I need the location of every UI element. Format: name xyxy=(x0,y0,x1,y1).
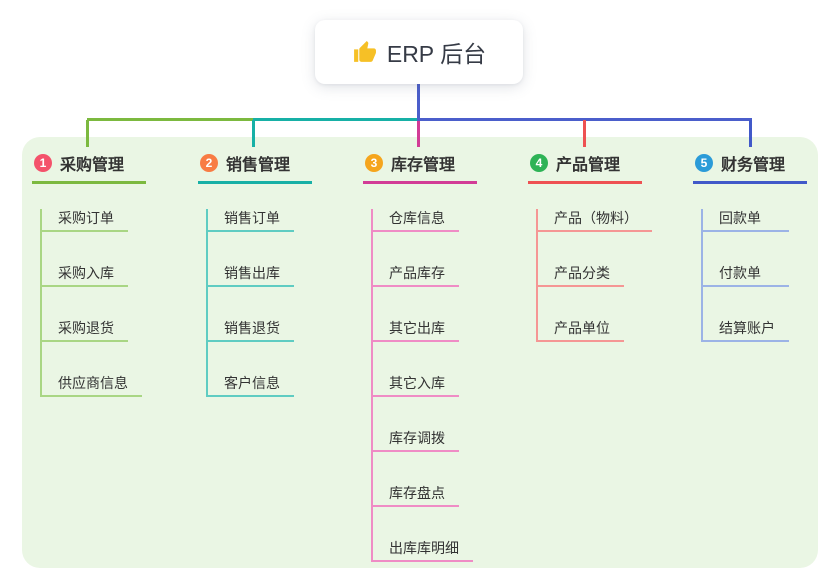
branch-1: 1 采购管理采购订单采购入库采购退货供应商信息 xyxy=(32,147,146,397)
root-node-erp-backend[interactable]: ERP 后台 xyxy=(315,20,523,84)
branch-label-text: 产品管理 xyxy=(556,157,621,174)
branch-children: 销售订单销售出库销售退货客户信息 xyxy=(206,209,312,397)
branch-drop-connector-5 xyxy=(749,120,752,147)
branch-drop-connector-3 xyxy=(417,121,420,147)
branch-children: 产品（物料） 产品分类产品单位 xyxy=(536,209,652,342)
branch-children: 回款单付款单结算账户 xyxy=(701,209,807,342)
branches-background-panel xyxy=(22,137,818,568)
child-node[interactable]: 回款单 xyxy=(703,209,789,232)
branch-number-badge: 2 xyxy=(200,154,218,172)
branch-node-4[interactable]: 4 产品管理 xyxy=(528,147,642,184)
top-connector-segment-3 xyxy=(417,118,752,121)
branch-drop-connector-4 xyxy=(583,120,586,147)
child-node[interactable]: 采购入库 xyxy=(42,264,128,287)
child-node[interactable]: 付款单 xyxy=(703,264,789,287)
branch-drop-connector-2 xyxy=(252,120,255,147)
child-node[interactable]: 其它入库 xyxy=(373,374,459,397)
child-node[interactable]: 产品分类 xyxy=(538,264,624,287)
child-node[interactable]: 产品（物料） xyxy=(538,209,652,232)
branch-5: 5 财务管理回款单付款单结算账户 xyxy=(693,147,807,342)
child-node[interactable]: 销售订单 xyxy=(208,209,294,232)
child-node[interactable]: 采购退货 xyxy=(42,319,128,342)
child-node[interactable]: 库存调拨 xyxy=(373,429,459,452)
branch-number-badge: 3 xyxy=(365,154,383,172)
branch-drop-connector-1 xyxy=(86,120,89,147)
branch-number-badge: 1 xyxy=(34,154,52,172)
branch-label-text: 销售管理 xyxy=(226,157,291,174)
thumbs-up-icon xyxy=(352,40,377,65)
child-node[interactable]: 客户信息 xyxy=(208,374,294,397)
child-node[interactable]: 销售退货 xyxy=(208,319,294,342)
branch-number-badge: 4 xyxy=(530,154,548,172)
branch-number-badge: 5 xyxy=(695,154,713,172)
branch-node-3[interactable]: 3 库存管理 xyxy=(363,147,477,184)
branch-node-2[interactable]: 2 销售管理 xyxy=(198,147,312,184)
child-node[interactable]: 仓库信息 xyxy=(373,209,459,232)
branch-children: 仓库信息产品库存其它出库其它入库库存调拨库存盘点出库库明细 xyxy=(371,209,477,562)
child-node[interactable]: 销售出库 xyxy=(208,264,294,287)
child-node[interactable]: 采购订单 xyxy=(42,209,128,232)
child-node[interactable]: 其它出库 xyxy=(373,319,459,342)
child-node[interactable]: 结算账户 xyxy=(703,319,789,342)
branch-node-5[interactable]: 5 财务管理 xyxy=(693,147,807,184)
child-node[interactable]: 出库库明细 xyxy=(373,539,473,562)
branch-children: 采购订单采购入库采购退货供应商信息 xyxy=(40,209,146,397)
child-node[interactable]: 产品库存 xyxy=(373,264,459,287)
branch-label-text: 库存管理 xyxy=(391,157,456,174)
branch-2: 2 销售管理销售订单销售出库销售退货客户信息 xyxy=(198,147,312,397)
branch-3: 3 库存管理仓库信息产品库存其它出库其它入库库存调拨库存盘点出库库明细 xyxy=(363,147,477,562)
branch-4: 4 产品管理产品（物料） 产品分类产品单位 xyxy=(528,147,652,342)
child-node[interactable]: 产品单位 xyxy=(538,319,624,342)
branch-label-text: 财务管理 xyxy=(721,157,786,174)
top-connector-segment-2 xyxy=(253,118,419,121)
root-connector-vertical xyxy=(417,84,420,120)
root-node-label: ERP 后台 xyxy=(386,41,487,67)
child-node[interactable]: 供应商信息 xyxy=(42,374,142,397)
child-node[interactable]: 库存盘点 xyxy=(373,484,459,507)
top-connector-segment-1 xyxy=(87,118,255,121)
branch-label-text: 采购管理 xyxy=(60,157,125,174)
branch-node-1[interactable]: 1 采购管理 xyxy=(32,147,146,184)
